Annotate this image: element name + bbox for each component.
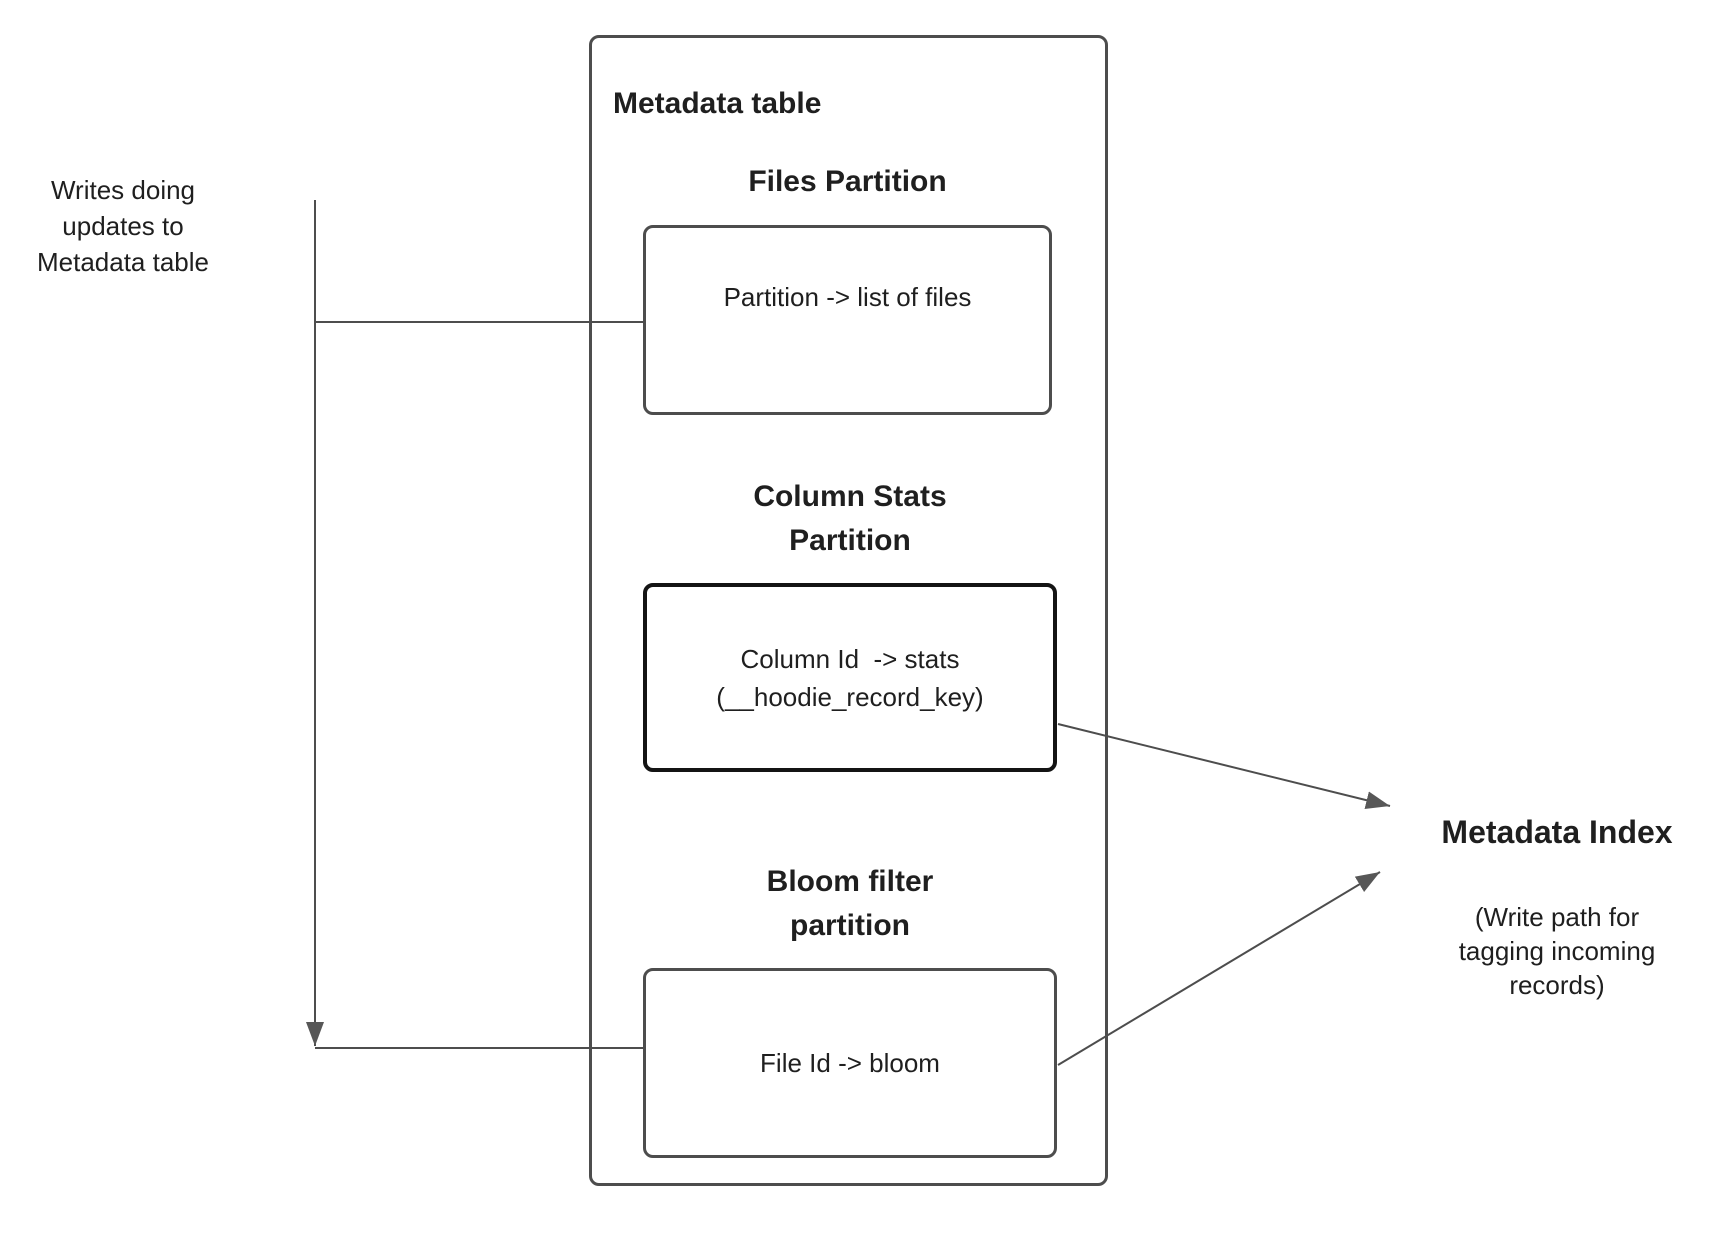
writes-updates-note: Writes doing updates to Metadata table bbox=[36, 175, 209, 277]
metadata-index-subtitle: (Write path for tagging incoming records… bbox=[1458, 902, 1656, 1000]
metadata-table-title: Metadata table bbox=[613, 87, 822, 120]
column-stats-partition-box: Column Id -> stats (__hoodie_record_key) bbox=[643, 583, 1057, 772]
files-partition-heading: Files Partition bbox=[748, 165, 947, 198]
column-stats-partition-heading: Column Stats Partition bbox=[753, 480, 947, 557]
metadata-table-box bbox=[589, 35, 1108, 1186]
metadata-index-title: Metadata Index bbox=[1441, 814, 1673, 850]
bloom-filter-box-text: File Id -> bloom bbox=[760, 1048, 940, 1078]
column-stats-box-text: Column Id -> stats (__hoodie_record_key) bbox=[716, 643, 984, 712]
files-partition-box-text: Partition -> list of files bbox=[723, 282, 972, 312]
bloom-filter-partition-box: File Id -> bloom bbox=[643, 968, 1057, 1158]
bloom-filter-partition-heading: Bloom filter partition bbox=[766, 865, 934, 942]
files-partition-box: Partition -> list of files bbox=[643, 225, 1052, 415]
